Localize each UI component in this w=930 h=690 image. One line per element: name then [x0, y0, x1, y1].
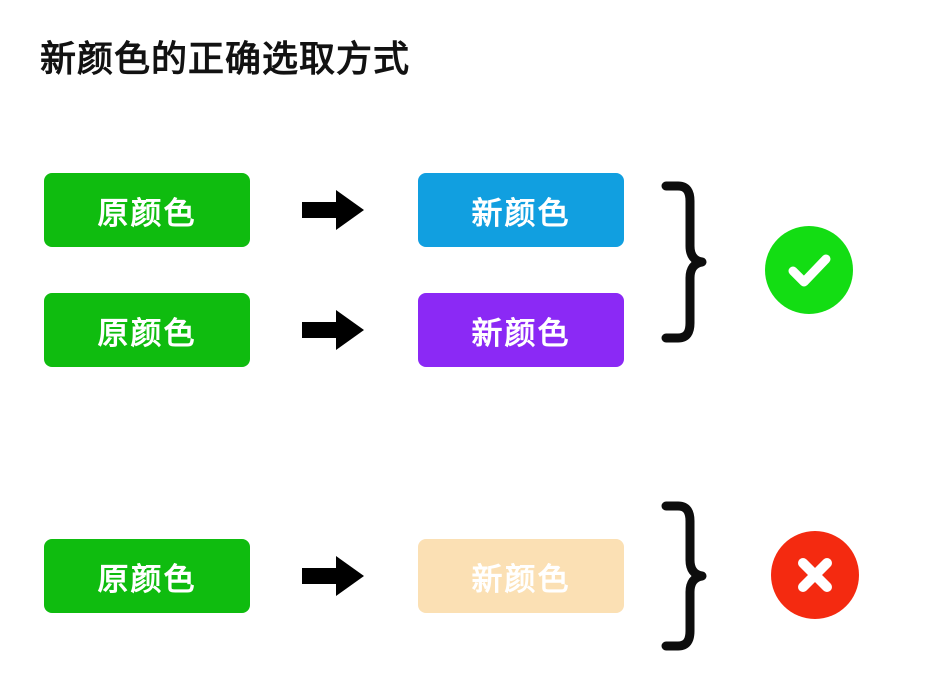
original-color-chip-3-label: 原颜色 — [97, 561, 197, 598]
arrow-right-icon — [302, 188, 364, 232]
curly-brace-right-icon — [660, 180, 708, 344]
original-color-chip-2[interactable]: 原颜色 — [44, 293, 250, 367]
original-color-chip-2-label: 原颜色 — [97, 315, 197, 352]
new-color-chip-purple-label: 新颜色 — [471, 315, 571, 352]
original-color-chip-3[interactable]: 原颜色 — [44, 539, 250, 613]
x-circle-icon — [771, 531, 859, 619]
check-circle-icon — [765, 226, 853, 314]
page-title: 新颜色的正确选取方式 — [40, 39, 411, 80]
new-color-chip-blue[interactable]: 新颜色 — [418, 173, 624, 247]
arrow-right-icon — [302, 308, 364, 352]
original-color-chip-1[interactable]: 原颜色 — [44, 173, 250, 247]
original-color-chip-1-label: 原颜色 — [97, 195, 197, 232]
new-color-chip-blue-label: 新颜色 — [471, 195, 571, 232]
curly-brace-right-icon — [660, 500, 708, 652]
new-color-chip-peach[interactable]: 新颜色 — [418, 539, 624, 613]
arrow-right-icon — [302, 554, 364, 598]
new-color-chip-purple[interactable]: 新颜色 — [418, 293, 624, 367]
new-color-chip-peach-label: 新颜色 — [471, 561, 571, 598]
